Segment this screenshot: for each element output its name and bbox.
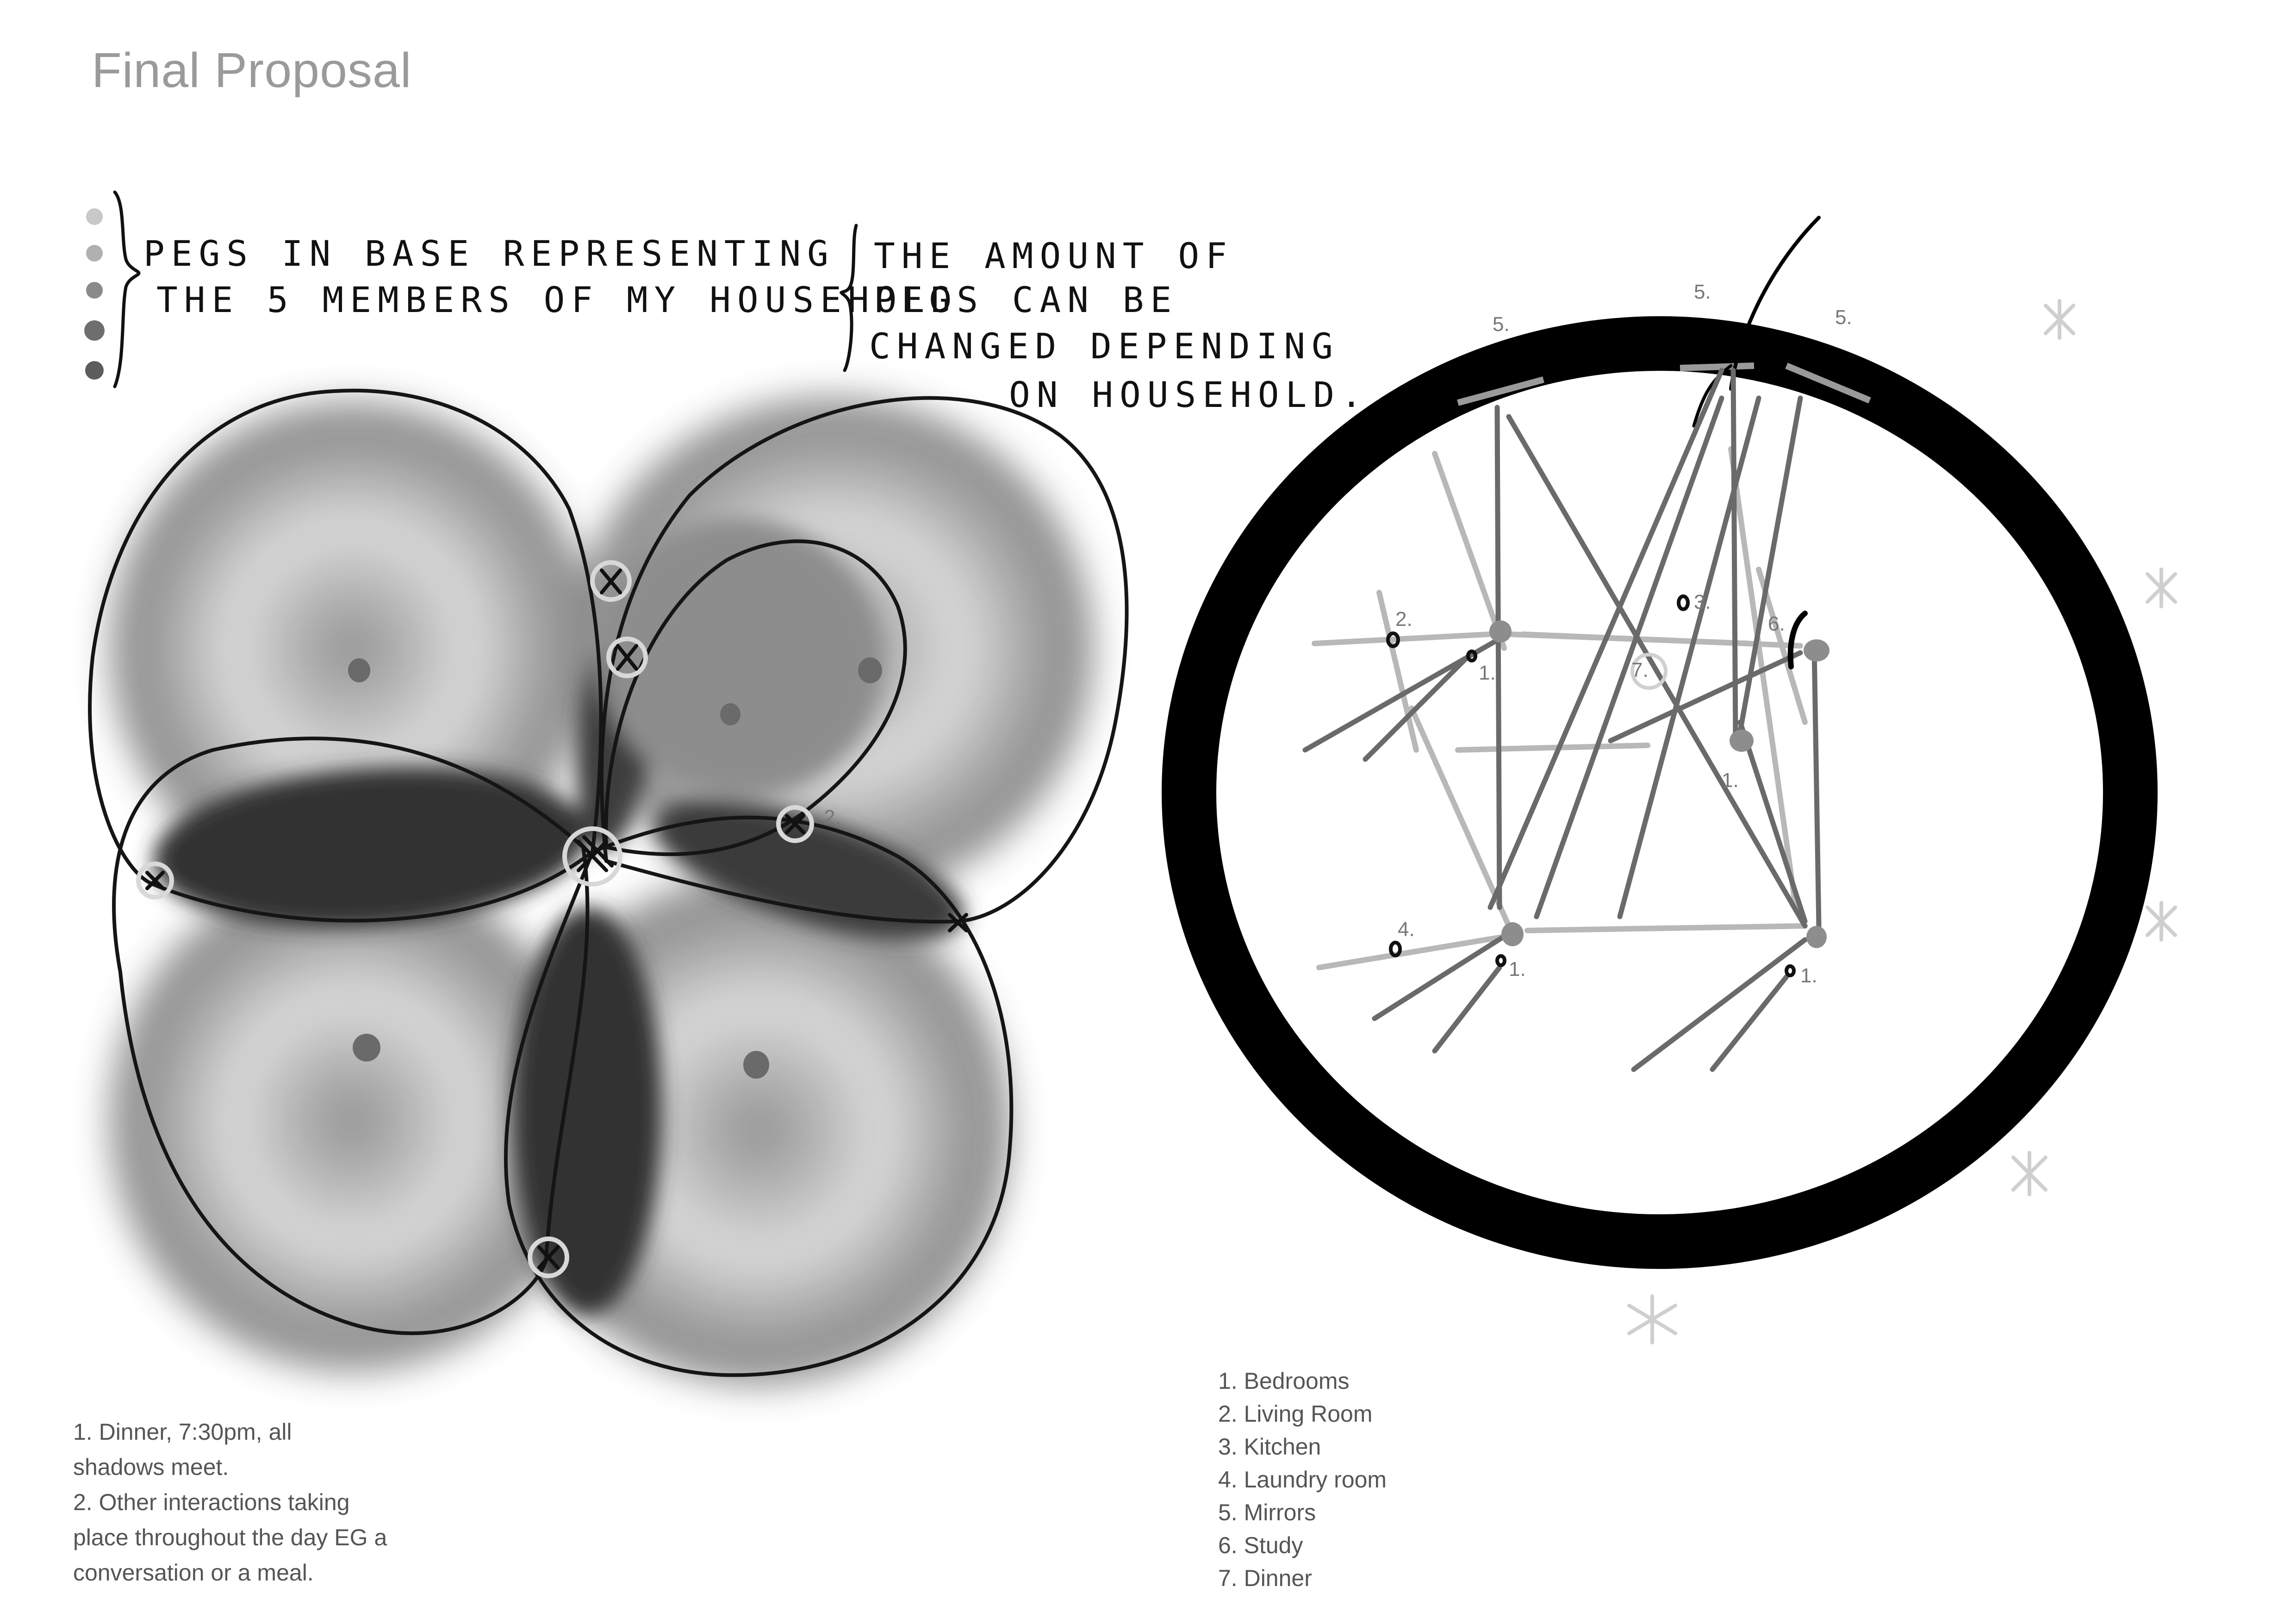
plan-label-kitchen: 3. — [1694, 591, 1711, 613]
pegs-note-line2: THE 5 MEMBERS OF MY HOUSEHOLD — [156, 279, 958, 320]
note-line: conversation or a meal. — [73, 1560, 314, 1586]
plan-label-bedroom-d: 1. — [1800, 964, 1817, 987]
shadow-notes: 1. Dinner, 7:30pm, all shadows meet. 2. … — [73, 1414, 387, 1590]
plan-label-mirror-a: 5. — [1493, 313, 1510, 336]
amount-note-line4: ON HOUSEHOLD. — [1009, 374, 1369, 415]
legend-item: 2. Living Room — [1218, 1401, 1373, 1427]
plan-label-bedroom-b: 1. — [1722, 769, 1739, 792]
plan-label-living: 2. — [1395, 608, 1412, 631]
plan-label-bedroom-a: 1. — [1479, 662, 1496, 684]
legend-item: 1. Bedrooms — [1218, 1368, 1350, 1394]
note-line: shadows meet. — [73, 1454, 229, 1480]
floor-plan-diagram — [1162, 216, 2177, 1344]
marker-label: 2. — [824, 806, 841, 829]
shadow-petal-diagram — [88, 388, 1129, 1384]
legend-item: 3. Kitchen — [1218, 1434, 1321, 1460]
room-legend: 1. Bedrooms 2. Living Room 3. Kitchen 4.… — [1218, 1365, 1387, 1595]
amount-note-line2: PEGS CAN BE — [874, 279, 1178, 320]
note-line: 1. Dinner, 7:30pm, all — [73, 1419, 292, 1445]
plan-label-study: 6. — [1768, 612, 1785, 635]
plan-label-bedroom-c: 1. — [1509, 958, 1526, 981]
pegs-note-line1: PEGS IN BASE REPRESENTING — [143, 233, 835, 274]
plan-label-mirror-c: 5. — [1835, 306, 1852, 329]
plan-label-mirror-b: 5. — [1694, 281, 1711, 303]
legend-item: 4. Laundry room — [1218, 1467, 1387, 1493]
amount-note-line3: CHANGED DEPENDING — [869, 325, 1339, 367]
page-title: Final Proposal — [92, 43, 412, 98]
plan-label-dinner: 7. — [1631, 659, 1649, 681]
plan-label-laundry: 4. — [1398, 918, 1415, 941]
legend-item: 6. Study — [1218, 1532, 1303, 1558]
peg-column — [84, 190, 858, 388]
note-line: 2. Other interactions taking — [73, 1489, 350, 1515]
note-line: place throughout the day EG a — [73, 1524, 387, 1550]
legend-item: 7. Dinner — [1218, 1565, 1312, 1591]
amount-note-line1: THE AMOUNT OF — [874, 235, 1233, 276]
legend-item: 5. Mirrors — [1218, 1499, 1316, 1525]
